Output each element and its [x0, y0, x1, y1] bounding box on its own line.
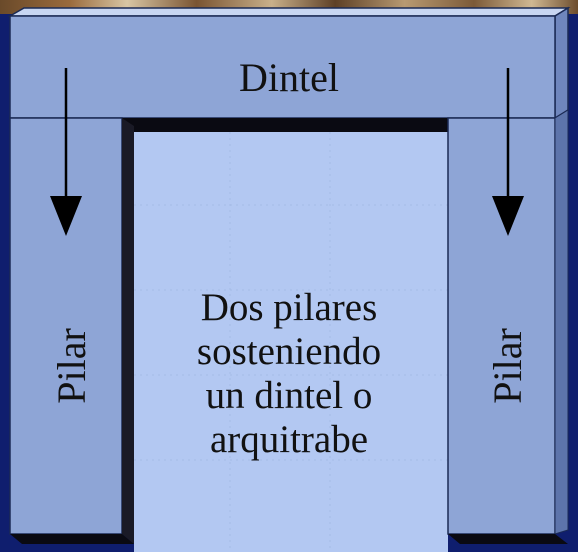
- left-load-arrow-head: [50, 196, 82, 236]
- description-line-1: Dos pilares: [200, 286, 378, 329]
- lintel: [9, 15, 556, 119]
- right-pillar-base-shadow: [448, 534, 568, 544]
- lintel-shadow: [122, 118, 448, 132]
- right-pillar: [447, 117, 556, 535]
- description-line-2: sosteniendo: [196, 330, 382, 373]
- opening-grid: [134, 120, 448, 552]
- lintel-top-edge: [7, 7, 571, 17]
- left-pillar-base-shadow: [10, 534, 134, 544]
- opening-area: [134, 120, 448, 552]
- lintel-label: Dintel: [239, 55, 339, 100]
- description-text: Dos pilares sosteniendo un dintel o arqu…: [130, 286, 448, 462]
- right-pillar-label: Pilar: [485, 328, 530, 404]
- description-line-4: arquitrabe: [209, 418, 369, 461]
- description-line-3: un dintel o: [205, 374, 373, 417]
- left-pillar-label: Pilar: [49, 328, 94, 404]
- left-pillar-shadow-side: [122, 118, 134, 544]
- right-load-arrow-head: [492, 196, 524, 236]
- right-pillar-side: [554, 109, 569, 535]
